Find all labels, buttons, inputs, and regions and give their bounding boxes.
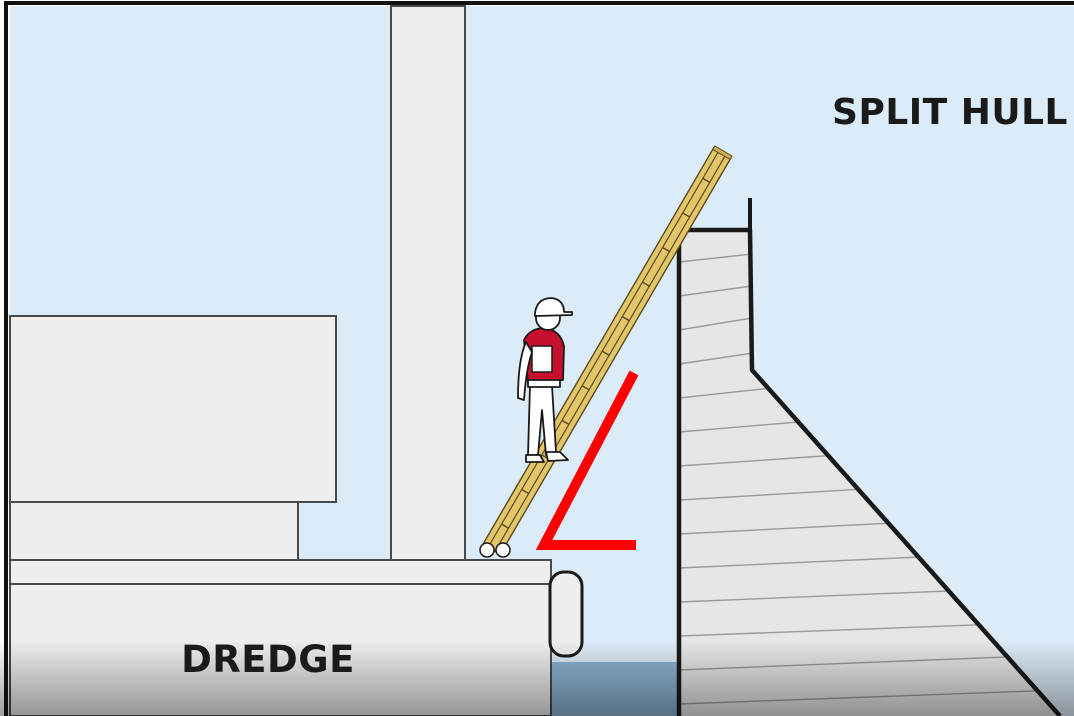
angle-marker-icon <box>535 370 639 550</box>
frame-border <box>4 1 1074 716</box>
split-hull-body <box>679 230 1060 716</box>
dredge-cabin-block <box>9 315 337 503</box>
worker-figure-icon <box>517 297 573 463</box>
dredge-label: DREDGE <box>181 638 355 681</box>
split-hull-label: SPLIT HULL <box>832 92 1068 133</box>
ladder <box>481 145 733 556</box>
dredge-cabin-base <box>9 501 299 561</box>
bottom-shading <box>0 640 1074 716</box>
dredge-deck <box>9 559 552 585</box>
dredge-tall-post <box>390 5 466 562</box>
ladder-feet <box>479 542 511 558</box>
